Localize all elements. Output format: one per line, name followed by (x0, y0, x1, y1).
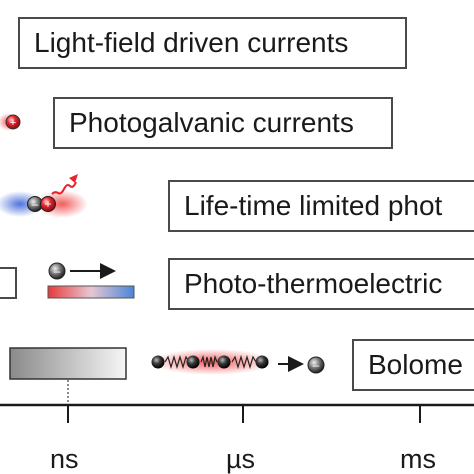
thermal-gradient-bar (47, 285, 135, 299)
mechanism-box-bolometric: Bolome (352, 339, 474, 391)
electron-hole-pair-icon: – + (0, 190, 88, 218)
bolometer-electron-icon: – (307, 356, 325, 374)
mechanism-label: Photogalvanic currents (69, 107, 354, 138)
axis-label-ms: ms (400, 444, 436, 474)
mechanism-label: Bolome (368, 349, 463, 380)
svg-text:–: – (32, 197, 39, 211)
mechanism-box-photo-thermoelectric: Photo-thermoelectric (168, 258, 474, 310)
phonon-chain-icon (150, 349, 274, 375)
drifting-electron-icon: – (48, 262, 66, 280)
photon-emission-icon (51, 174, 78, 195)
axis-label-ns: ns (50, 444, 79, 474)
axis-label-us: µs (226, 444, 256, 474)
svg-text:+: + (10, 117, 16, 129)
photogalvanic-hole-icon: + (0, 113, 21, 131)
svg-text:–: – (313, 358, 320, 372)
mechanism-box-light-field: Light-field driven currents (18, 17, 407, 69)
mechanism-label: Life-time limited phot (184, 190, 443, 221)
bolometer-bar (9, 347, 127, 380)
svg-text:–: – (54, 264, 61, 278)
mechanism-box-photogalvanic: Photogalvanic currents (53, 97, 393, 149)
svg-text:+: + (44, 197, 51, 211)
mechanism-label: Light-field driven currents (34, 27, 349, 58)
mechanism-label: Photo-thermoelectric (184, 268, 443, 299)
bar-stub-left (0, 267, 17, 299)
mechanism-box-lifetime-limited: Life-time limited phot (168, 180, 474, 232)
